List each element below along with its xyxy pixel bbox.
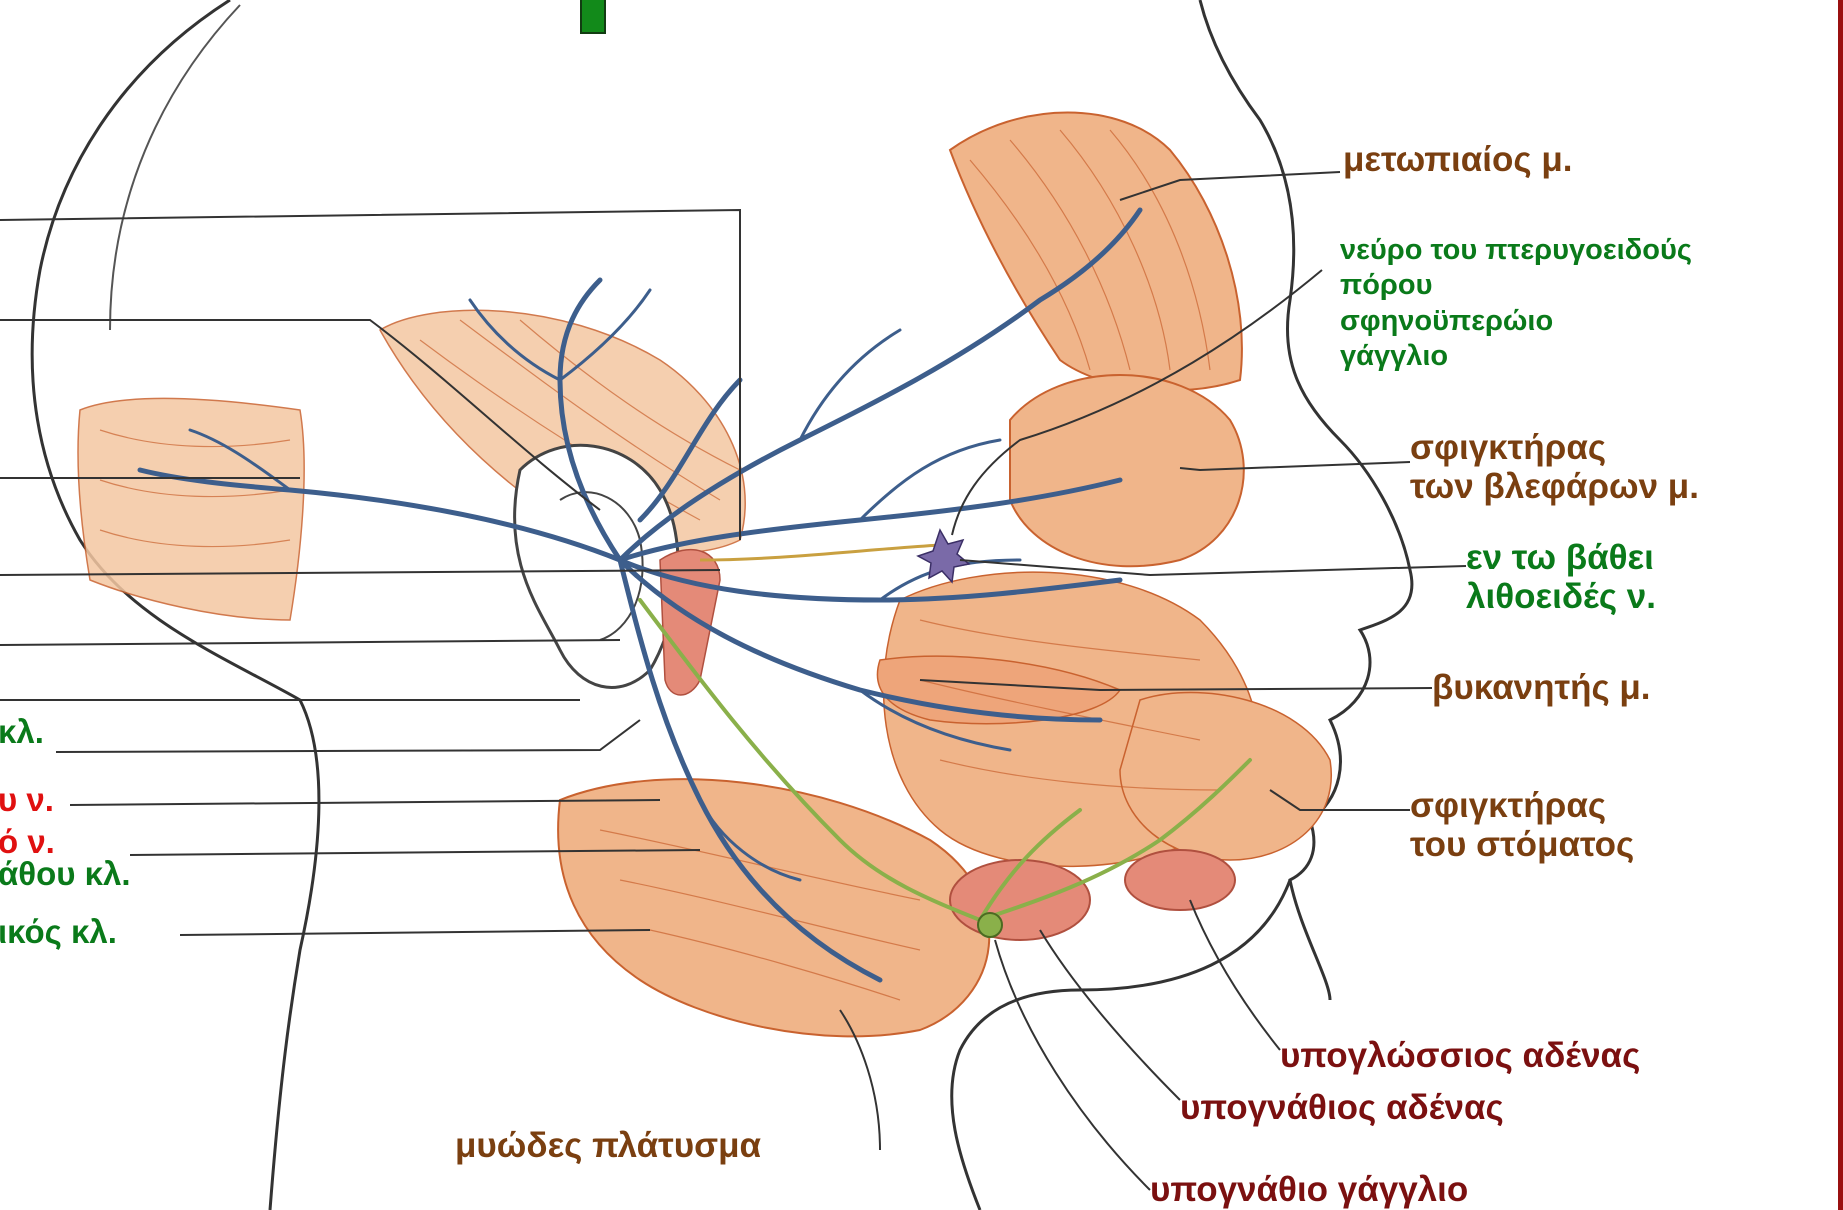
submandibular-gland	[950, 860, 1090, 940]
label-pterygoid-canal-nerve: νεύρο του πτερυγοειδούς πόρου σφηνοϋπερώ…	[1340, 233, 1692, 375]
chorda-tympani	[700, 545, 940, 560]
label-sublingual-gland: υπογλώσσιος αδένας	[1280, 1036, 1640, 1075]
ear	[515, 445, 679, 687]
right-frame-border	[1838, 0, 1843, 1210]
label-buccinator: βυκανητής μ.	[1432, 668, 1651, 707]
label-left-clipped-1: κλ.	[0, 714, 44, 751]
sublingual-gland	[1125, 850, 1235, 910]
label-orbicularis-oculi-line2: των βλεφάρων μ.	[1410, 467, 1699, 506]
label-left-clipped-2: υ ν.	[0, 782, 54, 819]
label-submandibular-ganglion: υπογνάθιο γάγγλιο	[1150, 1170, 1468, 1209]
label-orbicularis-oris-line1: σφιγκτήρας	[1410, 786, 1634, 825]
label-pterygoid-canal-nerve-line2: πόρου	[1340, 268, 1692, 303]
label-pterygoid-canal-nerve-line1: νεύρο του πτερυγοειδούς	[1340, 233, 1692, 268]
label-orbicularis-oculi-line1: σφιγκτήρας	[1410, 428, 1699, 467]
label-orbicularis-oculi: σφιγκτήρας των βλεφάρων μ.	[1410, 428, 1699, 506]
parotid-duct	[660, 550, 720, 695]
label-frontalis: μετωπιαίος μ.	[1343, 140, 1572, 179]
label-left-clipped-4: άθου κλ.	[0, 856, 131, 893]
top-marker	[580, 0, 606, 34]
frontalis-muscle	[950, 113, 1242, 391]
submandibular-ganglion-shape	[978, 913, 1002, 937]
label-left-clipped-5: ικός κλ.	[0, 914, 117, 951]
label-orbicularis-oris: σφιγκτήρας του στόματος	[1410, 786, 1634, 864]
platysma-muscle	[558, 779, 989, 1036]
label-deep-petrosal: εν τω βάθει λιθοειδές ν.	[1466, 538, 1656, 616]
label-pterygopalatine-ganglion-line1: σφηνοϋπερώιο	[1340, 304, 1692, 339]
label-deep-petrosal-line1: εν τω βάθει	[1466, 538, 1656, 577]
label-orbicularis-oris-line2: του στόματος	[1410, 825, 1634, 864]
skull-back	[110, 5, 240, 330]
label-pterygopalatine-ganglion-line2: γάγγλιο	[1340, 339, 1692, 374]
label-submandibular-gland: υπογνάθιος αδένας	[1180, 1088, 1504, 1127]
label-platysma: μυώδες πλάτυσμα	[455, 1126, 761, 1165]
label-deep-petrosal-line2: λιθοειδές ν.	[1466, 577, 1656, 616]
